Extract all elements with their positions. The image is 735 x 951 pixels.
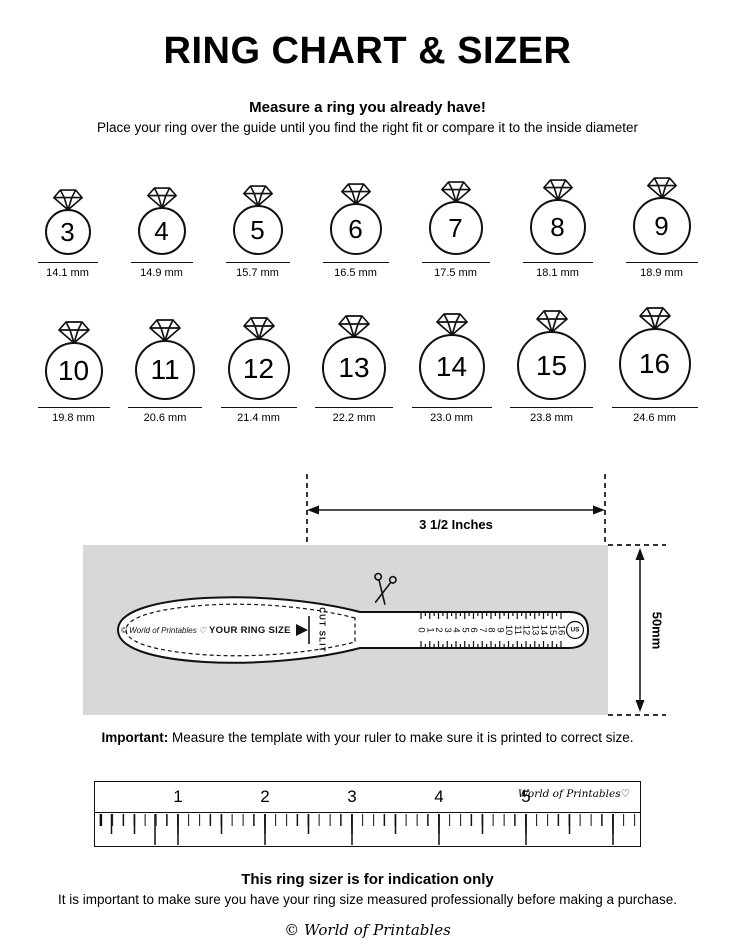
ring-size-number: 10 bbox=[44, 342, 103, 400]
sizer-scale-number: 12 bbox=[521, 625, 532, 636]
ring-size-5: 5 15.7 mm bbox=[225, 183, 290, 279]
ruler-number-5: 5 bbox=[521, 787, 531, 806]
ruler-ticks-large bbox=[95, 813, 640, 845]
ring-size-16: 16 24.6 mm bbox=[611, 305, 698, 424]
ring-size-9: 9 18.9 mm bbox=[625, 175, 698, 279]
sizer-scale-number: 3 bbox=[442, 627, 453, 632]
ring-size-number: 14 bbox=[418, 334, 485, 400]
sizer-scale-number: 10 bbox=[503, 625, 514, 636]
ring-size-number: 3 bbox=[44, 209, 91, 255]
sizer-scale-number: 4 bbox=[451, 627, 462, 632]
width-arrow bbox=[307, 505, 605, 515]
ring-diameter-label: 15.7 mm bbox=[225, 262, 290, 279]
sizer-scale-number: 14 bbox=[538, 625, 549, 636]
ring-size-8: 8 18.1 mm bbox=[522, 177, 593, 279]
ring-size-number: 5 bbox=[232, 205, 283, 255]
sizer-scale-number: 15 bbox=[547, 625, 558, 636]
ring-size-number: 8 bbox=[529, 199, 586, 255]
important-text: Measure the template with your ruler to … bbox=[172, 730, 634, 745]
ring-diameter-label: 23.0 mm bbox=[411, 407, 492, 424]
scissors-icon bbox=[374, 572, 397, 605]
ring-diameter-label: 19.8 mm bbox=[37, 407, 110, 424]
ring-size-10: 10 19.8 mm bbox=[37, 319, 110, 424]
ring-size-number: 13 bbox=[322, 336, 386, 400]
ring-diameter-label: 20.6 mm bbox=[128, 407, 202, 424]
ruler-brand: World of Printables♡ bbox=[517, 788, 630, 800]
sizer-scale-number: 8 bbox=[486, 627, 497, 632]
sizer-scale-number: 16 bbox=[556, 625, 567, 636]
ring-size-15: 15 23.8 mm bbox=[510, 308, 593, 424]
your-ring-size-label: YOUR RING SIZE bbox=[209, 625, 291, 636]
ring-diameter-label: 23.8 mm bbox=[510, 407, 593, 424]
sizer-brand: © World of Printables ♡ bbox=[121, 626, 207, 635]
ruler-number-2: 2 bbox=[260, 787, 270, 806]
ring-size-12: 12 21.4 mm bbox=[220, 315, 297, 424]
ring-size-6: 6 16.5 mm bbox=[322, 181, 389, 279]
ring-size-number: 15 bbox=[517, 331, 586, 400]
ring-size-7: 7 17.5 mm bbox=[421, 179, 490, 279]
ring-diameter-label: 18.1 mm bbox=[522, 262, 593, 279]
height-label: 50mm bbox=[649, 611, 665, 649]
ruler-number-4: 4 bbox=[434, 787, 444, 806]
ring-diameter-label: 21.4 mm bbox=[220, 407, 297, 424]
sizer-scale-number: 6 bbox=[468, 627, 479, 632]
sizer-scale-number: 2 bbox=[433, 627, 444, 632]
footer-note-bold: This ring sizer is for indication only bbox=[241, 871, 494, 888]
ring-diameter-label: 24.6 mm bbox=[611, 407, 698, 424]
ring-diameter-label: 14.9 mm bbox=[130, 262, 193, 279]
sizer-scale-number: 7 bbox=[477, 627, 488, 632]
ring-diameter-label: 17.5 mm bbox=[421, 262, 490, 279]
ring-size-number: 7 bbox=[428, 201, 483, 255]
important-note: Important: Measure the template with you… bbox=[0, 730, 735, 745]
us-circle bbox=[565, 620, 585, 640]
cut-slit-label: CUT SLIT bbox=[318, 607, 327, 653]
ring-diameter-label: 16.5 mm bbox=[322, 262, 389, 279]
sizer-scale-number: 1 bbox=[424, 627, 435, 632]
sizer-scale-number: 0 bbox=[416, 627, 427, 632]
subtitle: Place your ring over the guide until you… bbox=[96, 120, 639, 135]
width-label: 3 1/2 Inches bbox=[419, 517, 493, 532]
ruler-number-3: 3 bbox=[347, 787, 357, 806]
ring-diameter-label: 22.2 mm bbox=[315, 407, 393, 424]
height-dashed-line-bottom bbox=[608, 714, 666, 716]
ruler-midline bbox=[95, 812, 640, 813]
ring-diameter-label: 14.1 mm bbox=[37, 262, 98, 279]
ring-size-13: 13 22.2 mm bbox=[315, 313, 393, 424]
ring-size-number: 6 bbox=[329, 203, 382, 255]
sizer-scale-number: 13 bbox=[529, 625, 540, 636]
important-label: Important: bbox=[101, 730, 169, 745]
ring-size-number: 11 bbox=[135, 340, 195, 400]
us-label: US bbox=[570, 627, 580, 634]
ring-size-number: 12 bbox=[227, 338, 290, 400]
sizer-template-area: CUT SLIT © World of Printables ♡ YOUR RI… bbox=[83, 545, 608, 715]
ring-size-number: 9 bbox=[632, 197, 691, 255]
sizer-scale-number: 11 bbox=[512, 625, 523, 635]
ring-diameter-label: 18.9 mm bbox=[625, 262, 698, 279]
subtitle-bold: Measure a ring you already have! bbox=[249, 99, 486, 116]
ring-size-number: 16 bbox=[618, 328, 691, 400]
ring-chart-row-2: 10 19.8 mm 11 20.6 mm 12 21.4 mm 13 22.2… bbox=[37, 305, 698, 424]
ring-size-4: 4 14.9 mm bbox=[130, 185, 193, 279]
ring-chart-row-1: 3 14.1 mm 4 14.9 mm 5 15.7 mm 6 16.5 mm … bbox=[37, 175, 698, 279]
brand-signature: © World of Printables bbox=[284, 921, 451, 939]
page-title: RING CHART & SIZER bbox=[163, 30, 572, 72]
sizer-outline bbox=[116, 596, 590, 664]
ring-size-11: 11 20.6 mm bbox=[128, 317, 202, 424]
sizer-section: 3 1/2 Inches CUT SLIT © World of Printab… bbox=[0, 470, 735, 722]
height-dashed-line-top bbox=[608, 544, 666, 546]
ruler-number-1: 1 bbox=[173, 787, 183, 806]
footer-note: It is important to make sure you have yo… bbox=[57, 892, 678, 907]
arrow-right-icon bbox=[296, 624, 308, 636]
ring-size-14: 14 23.0 mm bbox=[411, 311, 492, 424]
sizer-scale-number: 9 bbox=[494, 627, 505, 632]
height-arrow bbox=[635, 548, 645, 712]
sizer-scale-number: 5 bbox=[459, 627, 470, 632]
ring-size-3: 3 14.1 mm bbox=[37, 187, 98, 279]
ruler: 1 2 3 4 5 World of Printables♡ bbox=[94, 781, 641, 847]
ring-size-number: 4 bbox=[137, 207, 186, 255]
ring-sizer-svg: CUT SLIT © World of Printables ♡ YOUR RI… bbox=[116, 572, 590, 664]
